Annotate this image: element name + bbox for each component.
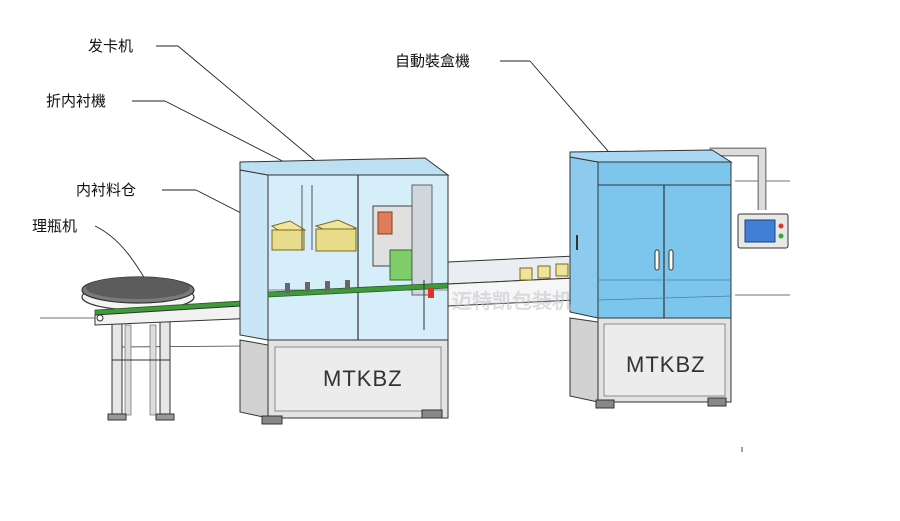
transfer-conveyor: [447, 255, 576, 307]
watermark: 迈特凯包装机: [452, 289, 572, 313]
brand-left: MTKBZ: [323, 366, 403, 391]
label-auto-cartoner: 自動裝盒機: [395, 52, 470, 70]
label-bottle-sorter: 理瓶机: [32, 217, 77, 235]
label-liner-folder: 折内衬機: [46, 92, 106, 110]
leader-liner-folder: [164, 100, 301, 171]
bottle-sorter: [81, 276, 195, 421]
left-machine: [239, 157, 450, 425]
leader-bottle-sorter: [94, 225, 149, 285]
brand-right: MTKBZ: [626, 352, 706, 377]
cartoner-machine: [569, 147, 789, 409]
label-liner-hopper: 内衬料仓: [76, 181, 136, 199]
label-card-issuer: 发卡机: [88, 37, 133, 55]
reference-lines: [40, 180, 790, 348]
